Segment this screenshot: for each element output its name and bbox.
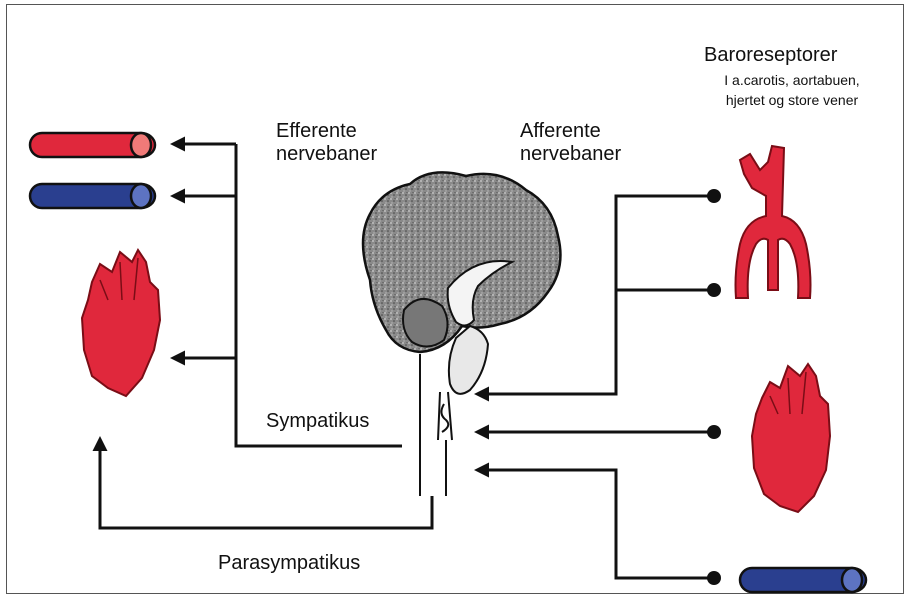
vein-icon bbox=[30, 184, 155, 208]
receptor-endpoints bbox=[707, 189, 721, 585]
efferent-label: Efferente nervebaner bbox=[276, 120, 426, 166]
baroreceptors-location-line1: I a.carotis, aortabuen, bbox=[692, 72, 892, 88]
heart-icon bbox=[752, 364, 830, 512]
afferent-label: Afferente nervebaner bbox=[520, 120, 670, 166]
carotis-bifurcation-icon bbox=[736, 146, 811, 298]
parasympathetic-label: Parasympatikus bbox=[218, 552, 360, 575]
heart-icon bbox=[82, 250, 160, 396]
sympathetic-label: Sympatikus bbox=[266, 410, 369, 433]
vein-icon bbox=[740, 568, 866, 592]
artery-icon bbox=[30, 133, 155, 157]
baroreceptors-title: Baroreseptorer bbox=[704, 44, 837, 67]
baroreceptors-location-line2: hjertet og store vener bbox=[692, 92, 892, 108]
